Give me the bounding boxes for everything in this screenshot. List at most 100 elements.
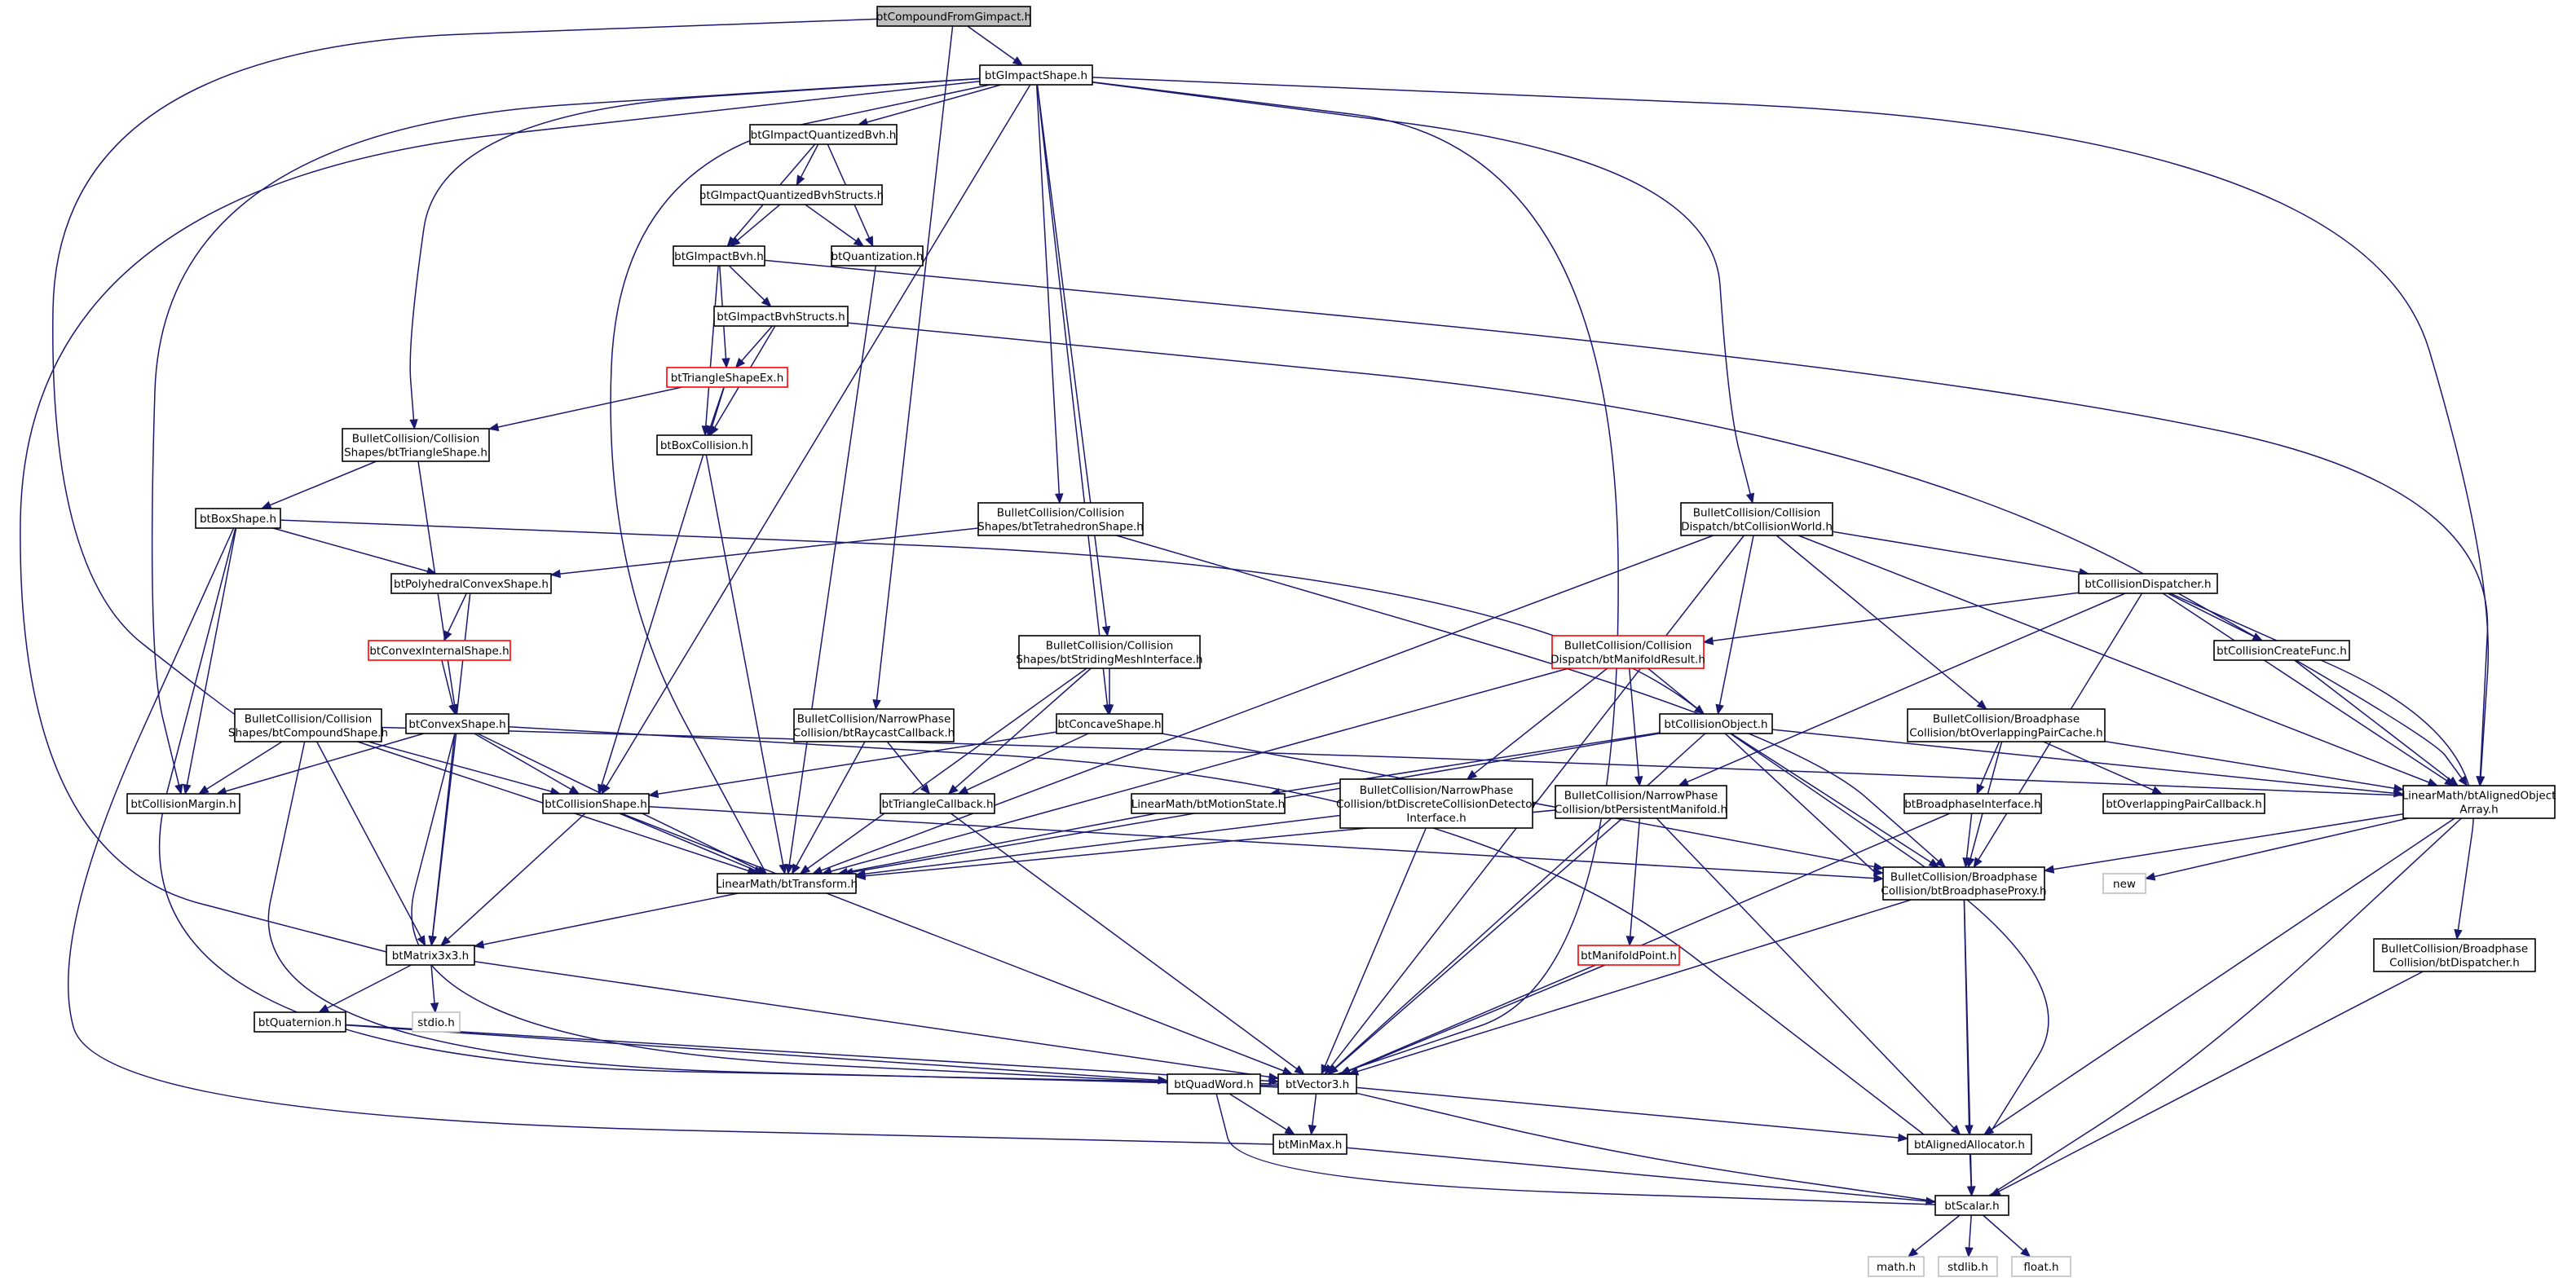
node-quantizedBvh[interactable]: btGImpactQuantizedBvh.h [749,124,898,145]
node-box [234,708,382,742]
node-box [342,428,490,462]
node-gimpactBvhStructs[interactable]: btGImpactBvhStructs.h [713,306,849,327]
node-discreteDetector[interactable]: BulletCollision/NarrowPhaseCollision/btD… [1336,778,1537,829]
node-gimpactBvh[interactable]: btGImpactBvh.h [673,245,765,267]
node-root[interactable]: btCompoundFromGimpact.h [876,6,1031,27]
node-triangleCallback[interactable]: btTriangleCallback.h [880,793,995,814]
edge-boxShape-to-vector3 [158,527,1279,1085]
edge-collisionShape-to-vector3 [620,813,1294,1075]
node-boxShape[interactable]: btBoxShape.h [195,508,281,529]
node-box [368,640,511,661]
node-collisionShape[interactable]: btCollisionShape.h [542,793,650,814]
node-box [2402,785,2556,819]
edge-dispatcher-to-scalar [1989,971,2424,1196]
edge-quantizedBvhStructs-to-gimpactBvh [730,204,781,247]
node-label: BulletCollision/Collision [1564,639,1692,652]
node-stdio[interactable]: stdio.h [412,1011,461,1033]
node-dispatcher[interactable]: BulletCollision/BroadphaseCollision/btDi… [2373,938,2536,972]
node-label: Shapes/btTetrahedronShape.h [977,520,1144,533]
node-quadWord[interactable]: btQuadWord.h [1167,1073,1261,1095]
node-triangleShapeEx[interactable]: btTriangleShapeEx.h [666,367,788,388]
edge-collisionDispatcher-to-persistentManifold [1678,593,2126,786]
node-overlappingPairCache[interactable]: BulletCollision/BroadphaseCollision/btOv… [1907,708,2106,742]
node-tetrahedronShape[interactable]: BulletCollision/CollisionShapes/btTetrah… [977,502,1144,536]
node-collisionWorld[interactable]: BulletCollision/CollisionDispatch/btColl… [1680,502,1833,536]
edge-convexShape-to-collisionMargin [215,733,425,795]
node-box [2011,1256,2071,1277]
node-manifoldPoint[interactable]: btManifoldPoint.h [1577,945,1680,966]
node-box [2102,793,2265,814]
node-math[interactable]: math.h [1868,1256,1925,1277]
node-box [1555,785,1727,819]
node-stridingMesh[interactable]: BulletCollision/CollisionShapes/btStridi… [1016,635,1203,669]
node-box [713,306,849,327]
node-broadphaseProxy[interactable]: BulletCollision/BroadphaseCollision/btBr… [1881,866,2047,901]
node-scalar[interactable]: btScalar.h [1934,1195,2009,1216]
edge-boxShape-to-polyhedralConvex [272,527,438,575]
node-label: btGImpactBvh.h [674,250,764,263]
node-motionState[interactable]: LinearMath/btMotionState.h [1131,793,1286,814]
node-boxCollision[interactable]: btBoxCollision.h [656,434,752,456]
edge-gimpactShape-to-matrix3x3 [20,80,981,953]
node-transform[interactable]: LinearMath/btTransform.h [716,873,858,894]
node-collisionDispatcher[interactable]: btCollisionDispatcher.h [2078,573,2218,594]
node-persistentManifold[interactable]: BulletCollision/NarrowPhaseCollision/btP… [1555,785,1727,819]
node-createFunc[interactable]: btCollisionCreateFunc.h [2213,640,2350,661]
node-polyhedralConvex[interactable]: btPolyhedralConvexShape.h [390,573,552,594]
node-box [700,184,883,205]
node-quantization[interactable]: btQuantization.h [831,245,924,267]
node-box [412,1011,461,1033]
edge-quantization-to-transform [785,265,877,875]
node-concaveShape[interactable]: btConcaveShape.h [1056,713,1163,734]
node-label: btOverlappingPairCallback.h [2106,798,2262,811]
node-label: LinearMath/btMotionState.h [1131,798,1286,811]
node-stdlib[interactable]: stdlib.h [1938,1256,1998,1277]
edge-collisionDispatcher-to-alignedObjectArray [2162,593,2455,786]
edge-quaternion-to-vector3 [345,1024,1280,1086]
node-label: btBroadphaseInterface.h [1904,798,2041,811]
node-convexInternal[interactable]: btConvexInternalShape.h [368,640,511,661]
node-convexShape[interactable]: btConvexShape.h [405,713,509,734]
node-box [1882,866,2045,901]
node-box [977,502,1144,536]
edge-broadphaseProxy-to-vector3 [1348,899,1912,1076]
edge-gimpactShape-to-vector3 [1092,81,1619,1075]
node-matrix3x3[interactable]: btMatrix3x3.h [386,945,475,966]
node-label: btTriangleShapeEx.h [671,372,784,385]
node-compoundShape[interactable]: BulletCollision/CollisionShapes/btCompou… [228,708,388,742]
node-label: Shapes/btTriangleShape.h [344,446,487,459]
edge-compoundShape-to-collisionShape [368,741,562,796]
node-box [1938,1256,1998,1277]
node-box [195,508,281,529]
node-new[interactable]: new [2102,873,2146,894]
edge-collisionObject-to-broadphaseProxy [1731,733,1940,868]
edge-gimpactBvh-to-alignedObjectArray [764,259,2489,787]
node-minMax[interactable]: btMinMax.h [1273,1134,1348,1155]
node-triangleShape[interactable]: BulletCollision/CollisionShapes/btTriang… [342,428,490,462]
node-quantizedBvhStructs[interactable]: btGImpactQuantizedBvhStructs.h [699,184,884,205]
edge-collisionShape-to-matrix3x3 [440,813,586,946]
node-overlappingPairCallback[interactable]: btOverlappingPairCallback.h [2102,793,2265,814]
edge-boxCollision-to-transform [705,454,787,875]
node-gimpactShape[interactable]: btGImpactShape.h [979,64,1093,86]
edge-vector3-to-scalar [1356,1092,1936,1202]
node-collisionObject[interactable]: btCollisionObject.h [1659,713,1773,734]
node-raycastCallback[interactable]: BulletCollision/NarrowPhaseCollision/btR… [793,708,955,742]
edge-boxShape-to-collisionMargin [183,527,237,795]
node-label: float.h [2023,1261,2058,1274]
node-collisionMargin[interactable]: btCollisionMargin.h [126,793,240,814]
node-float[interactable]: float.h [2011,1256,2071,1277]
node-label: stdlib.h [1947,1261,1988,1274]
node-broadphaseInterface[interactable]: btBroadphaseInterface.h [1903,793,2042,814]
node-manifoldResult[interactable]: BulletCollision/CollisionDispatch/btMani… [1550,635,1705,669]
node-box [749,124,898,145]
node-vector3[interactable]: btVector3.h [1277,1073,1357,1095]
edge-triangleShapeEx-to-triangleShape [487,386,682,432]
edge-convexShape-to-alignedAllocator [508,725,1925,1135]
node-quaternion[interactable]: btQuaternion.h [254,1011,346,1033]
node-alignedAllocator[interactable]: btAlignedAllocator.h [1907,1134,2032,1155]
node-box [405,713,509,734]
node-box [880,793,995,814]
node-label: Shapes/btStridingMeshInterface.h [1016,653,1202,666]
